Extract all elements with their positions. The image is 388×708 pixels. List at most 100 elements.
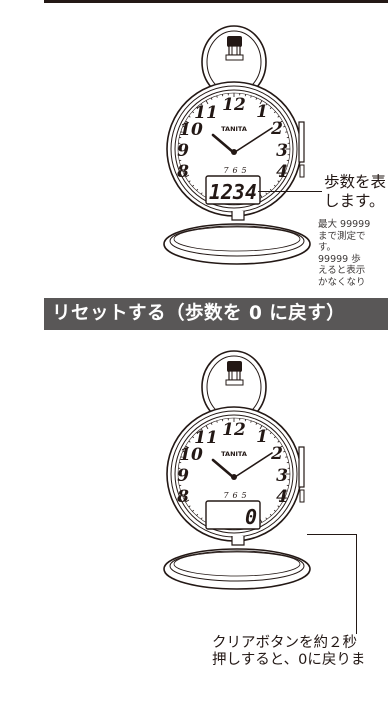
minute-tick xyxy=(283,170,286,173)
numeral-2: 2 xyxy=(270,119,283,139)
lcd-step-count: 1234 xyxy=(209,180,257,204)
small-numeral-6: 6 xyxy=(232,166,237,175)
minute-tick xyxy=(216,420,218,423)
minute-tick xyxy=(205,100,209,105)
minute-tick xyxy=(188,115,191,118)
minute-tick xyxy=(265,428,268,431)
minute-tick xyxy=(196,432,199,435)
minute-tick xyxy=(278,174,283,178)
minute-tick xyxy=(259,425,263,430)
minute-tick xyxy=(269,188,272,191)
pocket-watch-illustration: 12 1 2 3 4 8 9 10 11 TANITA 7 6 5 1234 xyxy=(166,25,305,217)
minute-tick xyxy=(273,509,276,512)
numeral-12: 12 xyxy=(222,420,246,440)
reset-instruction-line1: クリアボタンを約２秒 xyxy=(212,635,357,651)
minute-tick xyxy=(278,120,283,124)
small-numeral-6: 6 xyxy=(232,491,237,500)
callout-body-line: 最大 99999 xyxy=(318,219,371,230)
top-rule xyxy=(44,0,388,3)
minute-tick xyxy=(180,490,183,492)
section-heading-reset: リセットする（歩数を 0 に戻す） xyxy=(44,298,388,330)
numeral-2: 2 xyxy=(270,444,283,464)
numeral-4: 4 xyxy=(276,162,288,182)
minute-tick xyxy=(250,420,252,423)
minute-tick xyxy=(192,184,195,187)
minute-tick xyxy=(185,499,190,503)
minute-tick xyxy=(273,184,276,187)
callout-title-line2: します。 xyxy=(324,192,385,210)
minute-tick xyxy=(196,107,199,110)
minute-tick xyxy=(285,456,288,458)
minute-tick xyxy=(273,111,276,114)
minute-tick xyxy=(216,95,218,98)
minute-tick xyxy=(185,174,190,178)
callout-body-line: す。 xyxy=(318,242,337,253)
minute-tick xyxy=(283,125,286,128)
minute-tick xyxy=(269,513,272,516)
numeral-9: 9 xyxy=(177,466,189,486)
clear-button xyxy=(298,446,305,488)
minute-tick xyxy=(180,456,183,458)
minute-tick xyxy=(192,509,195,512)
numeral-10: 10 xyxy=(179,120,203,140)
minute-tick xyxy=(273,436,276,439)
reset-instruction-line2: 押しすると、0に戻りま xyxy=(212,652,366,668)
minute-tick xyxy=(269,107,272,110)
minute-tick xyxy=(188,440,191,443)
minute-tick xyxy=(210,97,213,100)
watch-lid xyxy=(163,536,311,590)
minute-tick xyxy=(269,432,272,435)
minute-tick xyxy=(259,100,263,105)
callout-line-1 xyxy=(258,191,322,192)
minute-tick xyxy=(192,111,195,114)
numeral-1: 1 xyxy=(256,427,268,447)
numeral-11: 11 xyxy=(194,428,218,448)
numeral-12: 12 xyxy=(222,95,246,115)
brand-logo: TANITA xyxy=(221,450,247,458)
minute-tick xyxy=(180,165,183,167)
minute-tick xyxy=(278,499,283,503)
lcd-step-count: 0 xyxy=(245,505,257,529)
brand-logo: TANITA xyxy=(221,125,247,133)
minute-tick xyxy=(277,115,280,118)
callout-line-2 xyxy=(307,534,356,535)
numeral-4: 4 xyxy=(276,487,288,507)
minute-tick xyxy=(192,436,195,439)
numeral-10: 10 xyxy=(179,445,203,465)
callout-body: 最大 99999 まで測定で す。 99999 歩 えると表示 かなくなり xyxy=(318,219,370,288)
minute-tick xyxy=(180,131,183,133)
minute-tick xyxy=(188,180,191,183)
clear-button xyxy=(298,121,305,163)
numeral-8: 8 xyxy=(176,162,189,182)
callout-body-line: えると表示 xyxy=(318,265,366,276)
minute-tick xyxy=(200,103,203,106)
minute-tick xyxy=(182,125,185,128)
numeral-1: 1 xyxy=(256,102,268,122)
callout-body-line: 99999 歩 xyxy=(318,253,361,265)
minute-tick xyxy=(255,97,258,100)
minute-tick xyxy=(285,131,288,133)
minute-tick xyxy=(196,513,199,516)
small-numeral-7: 7 xyxy=(223,491,229,500)
minute-tick xyxy=(265,103,268,106)
minute-tick xyxy=(255,422,258,425)
callout-title: 歩数を表 します。 xyxy=(324,173,386,211)
minute-tick xyxy=(285,490,288,492)
reset-instruction: クリアボタンを約２秒 押しすると、0に戻りま xyxy=(212,635,365,669)
minute-tick xyxy=(196,188,199,191)
minute-tick xyxy=(185,445,190,449)
minute-tick xyxy=(182,495,185,498)
minute-tick xyxy=(205,425,209,430)
minute-tick xyxy=(277,440,280,443)
minute-tick xyxy=(182,170,185,173)
numeral-9: 9 xyxy=(177,141,189,161)
callout-title-line1: 歩数を表 xyxy=(324,173,387,191)
numeral-8: 8 xyxy=(176,487,189,507)
minute-tick xyxy=(200,192,203,195)
minute-tick xyxy=(188,505,191,508)
minute-tick xyxy=(278,445,283,449)
lcd-display xyxy=(205,500,261,530)
minute-tick xyxy=(250,95,252,98)
minute-tick xyxy=(185,120,190,124)
minute-tick xyxy=(200,517,203,520)
